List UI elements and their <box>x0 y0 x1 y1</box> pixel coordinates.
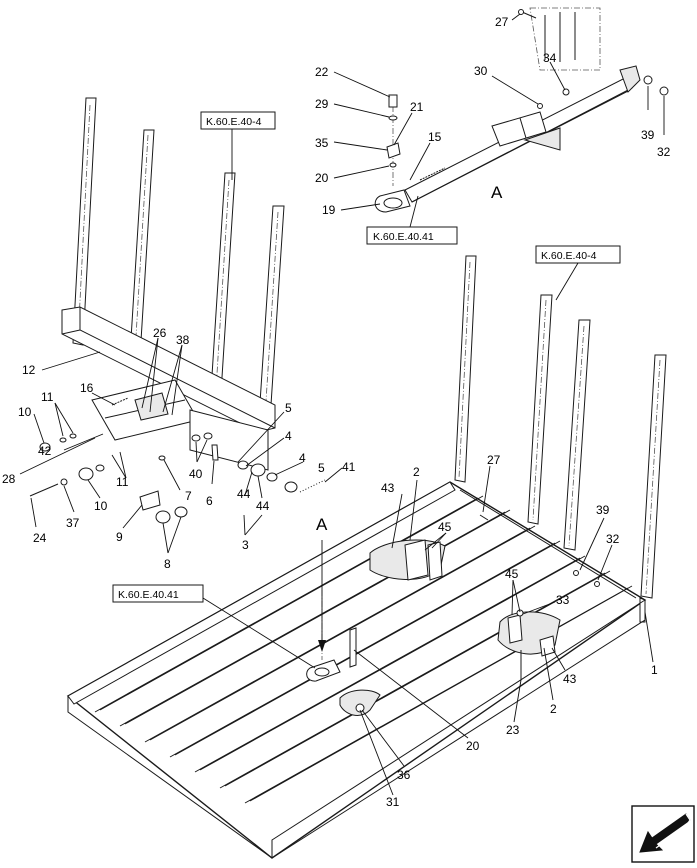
callout-1: 1 <box>651 663 658 677</box>
callout-23: 23 <box>506 723 520 737</box>
callout-26: 26 <box>153 326 167 340</box>
callout-20b: 20 <box>466 739 480 753</box>
callout-27b: 27 <box>487 453 501 467</box>
callout-27: 27 <box>495 15 509 29</box>
callout-2b: 2 <box>550 702 557 716</box>
callout-4a: 4 <box>285 429 292 443</box>
callout-10b: 10 <box>94 499 108 513</box>
ref-box-1: K.60.E.40-4 <box>200 111 276 180</box>
callout-39b: 39 <box>596 503 610 517</box>
callout-32: 32 <box>657 145 671 159</box>
towbar-assembly <box>374 7 669 213</box>
callout-39: 39 <box>641 128 655 142</box>
callout-44a: 44 <box>237 487 251 501</box>
callout-35: 35 <box>315 136 329 150</box>
front-frame-assembly <box>29 97 326 524</box>
svg-text:K.60.E.40-4: K.60.E.40-4 <box>541 250 597 262</box>
callout-11a: 11 <box>41 390 54 404</box>
view-label-A-bottom: A <box>316 515 328 534</box>
bed-platform <box>66 255 667 859</box>
callout-37: 37 <box>66 516 80 530</box>
callout-6: 6 <box>206 494 213 508</box>
callout-30: 30 <box>474 64 488 78</box>
callout-12: 12 <box>22 363 36 377</box>
callout-2a: 2 <box>413 465 420 479</box>
arrow-down-left-icon[interactable] <box>631 805 695 863</box>
callout-38: 38 <box>176 333 190 347</box>
callout-43b: 43 <box>563 672 577 686</box>
svg-text:K.60.E.40.41: K.60.E.40.41 <box>118 589 179 601</box>
callout-31: 31 <box>386 795 400 809</box>
callout-32b: 32 <box>606 532 620 546</box>
callout-19: 19 <box>322 203 336 217</box>
callout-20a: 20 <box>315 171 329 185</box>
callout-42: 42 <box>38 444 52 458</box>
callout-7: 7 <box>185 489 192 503</box>
ref-box-2: K.60.E.40.41 <box>366 195 458 245</box>
callout-33: 33 <box>556 593 570 607</box>
svg-text:K.60.E.40.41: K.60.E.40.41 <box>373 231 434 243</box>
callout-24: 24 <box>33 531 47 545</box>
callout-43a: 43 <box>381 481 395 495</box>
callout-11b: 11 <box>116 475 129 489</box>
callout-15: 15 <box>428 130 442 144</box>
callout-22: 22 <box>315 65 329 79</box>
ref-box-3: K.60.E.40-4 <box>535 245 621 301</box>
callout-5a: 5 <box>285 401 292 415</box>
callout-34: 34 <box>543 51 557 65</box>
callout-labels: 27 34 22 30 29 21 35 15 39 32 20 19 26 3… <box>2 15 671 809</box>
callout-45a: 45 <box>438 520 452 534</box>
callout-16: 16 <box>80 381 94 395</box>
callout-28: 28 <box>2 472 16 486</box>
callout-45b: 45 <box>505 567 519 581</box>
callout-21: 21 <box>410 100 424 114</box>
callout-36: 36 <box>397 768 411 782</box>
callout-10a: 10 <box>18 405 32 419</box>
callout-44b: 44 <box>256 499 270 513</box>
callout-3: 3 <box>242 538 249 552</box>
callout-5b: 5 <box>318 461 325 475</box>
callout-40: 40 <box>189 467 203 481</box>
callout-41: 41 <box>342 460 356 474</box>
ref-box-4: K.60.E.40.41 <box>112 584 316 669</box>
callout-29: 29 <box>315 97 329 111</box>
leader-lines <box>19 13 665 796</box>
callout-4b: 4 <box>299 451 306 465</box>
svg-text:K.60.E.40-4: K.60.E.40-4 <box>206 116 262 128</box>
callout-8: 8 <box>164 557 171 571</box>
callout-9: 9 <box>116 530 123 544</box>
view-label-A-top: A <box>491 183 503 202</box>
